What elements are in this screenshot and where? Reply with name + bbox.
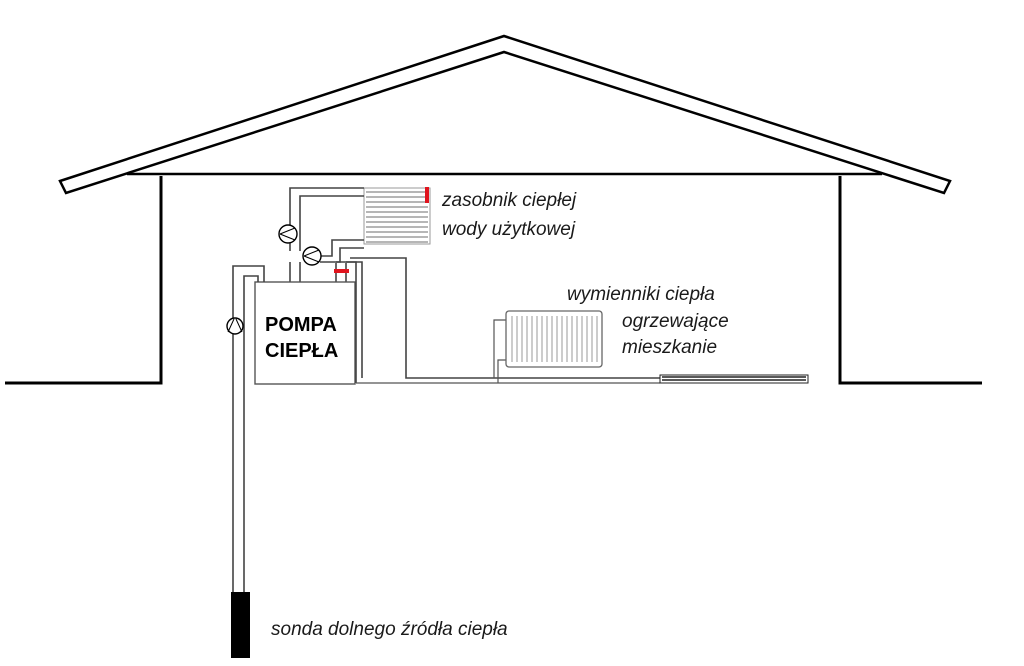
- hot-marker-tank: [425, 187, 429, 203]
- radiator-label-line1: wymienniki ciepła: [567, 284, 715, 305]
- probe-label: sonda dolnego źródła ciepła: [271, 619, 508, 640]
- hot-water-tank: [363, 187, 431, 245]
- house-walls: [5, 176, 982, 385]
- radiator-label-line3: mieszkanie: [622, 337, 717, 358]
- radiator: [505, 310, 603, 368]
- tank-label-line2: wody użytkowej: [442, 219, 576, 240]
- heating-pipes: [336, 257, 660, 384]
- floor-heating: [659, 374, 809, 384]
- heat-pump-label-line2: CIEPŁA: [265, 340, 338, 362]
- ground-loop-pipes: [232, 265, 265, 595]
- ground-probe: [231, 592, 250, 658]
- tank-label-line1: zasobnik ciepłej: [441, 190, 577, 211]
- tank-pipes: [289, 187, 364, 282]
- circulation-pump-icon: [302, 246, 322, 266]
- radiator-label-line2: ogrzewające: [622, 311, 729, 332]
- heat-pump-label-line1: POMPA: [265, 314, 337, 336]
- heat-pump-unit: [254, 281, 356, 385]
- circulation-pump-icon: [226, 317, 244, 335]
- hot-marker-pump-outlet: [334, 269, 349, 273]
- circulation-pump-icon: [278, 224, 298, 244]
- roof: [58, 34, 952, 195]
